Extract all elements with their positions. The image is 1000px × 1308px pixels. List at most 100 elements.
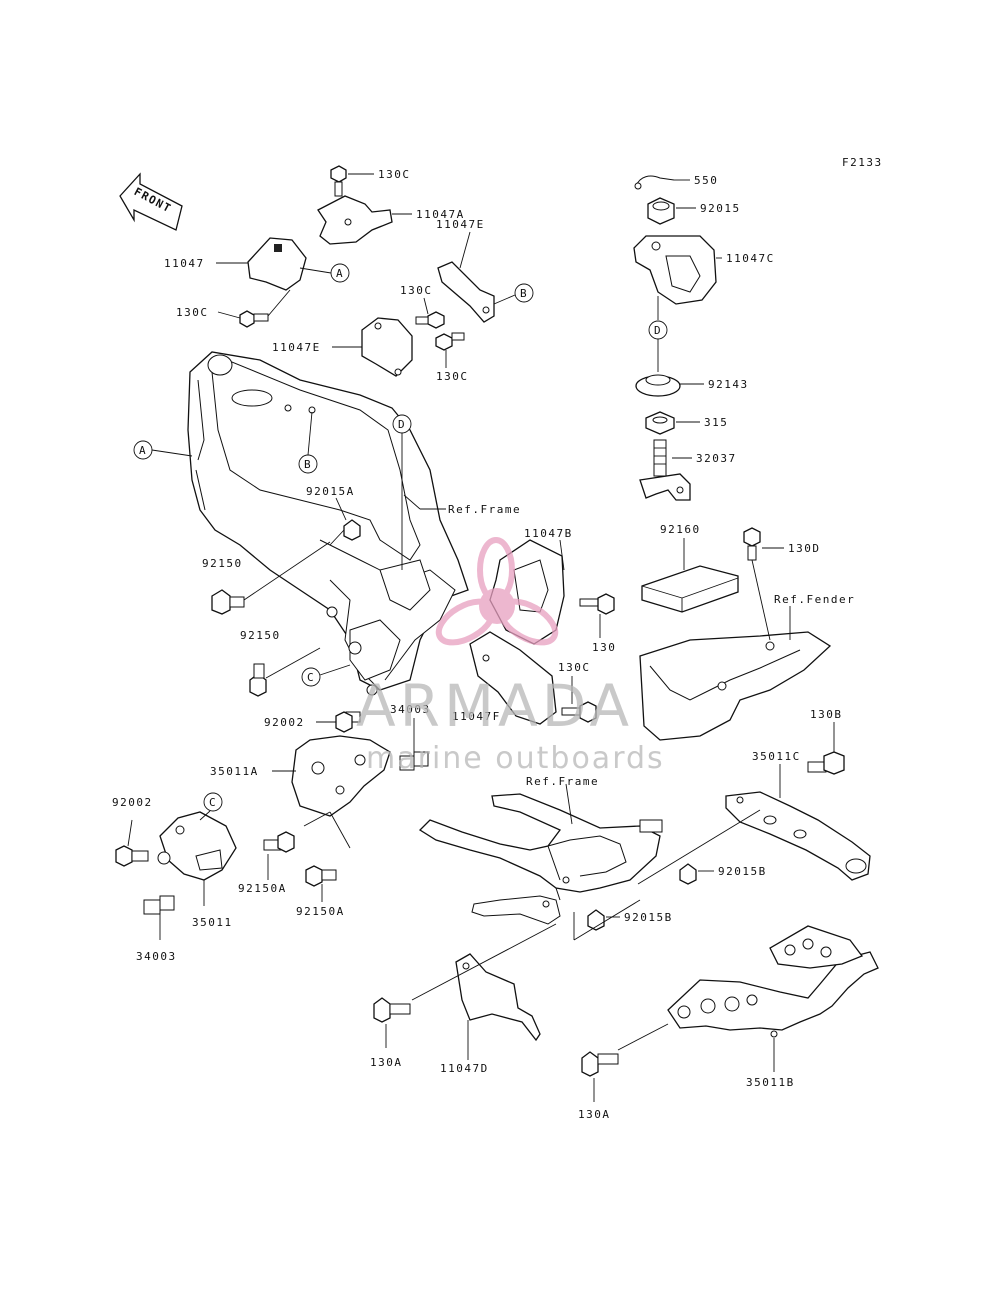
callout-a-frame: A — [133, 440, 193, 460]
bracket-11047e-right — [437, 261, 495, 323]
svg-text:130D: 130D — [788, 542, 821, 555]
bolt-130b — [807, 751, 845, 775]
svg-text:92143: 92143 — [708, 378, 749, 391]
svg-text:92150A: 92150A — [296, 905, 345, 918]
svg-text:130C: 130C — [436, 370, 469, 383]
svg-text:D: D — [398, 418, 405, 431]
svg-text:130A: 130A — [370, 1056, 403, 1069]
armada-watermark: ARMADA marine outboards — [356, 537, 665, 776]
svg-text:92002: 92002 — [112, 796, 153, 809]
bolt-130c-left — [239, 310, 269, 328]
svg-text:92160: 92160 — [660, 523, 701, 536]
svg-text:35011A: 35011A — [210, 765, 259, 778]
bolt-130d — [743, 527, 761, 561]
sub-frame-ref — [418, 793, 663, 925]
bushing-92143 — [635, 374, 681, 397]
ref-fender-label: Ref.Fender — [774, 593, 855, 606]
bolt-130c-low — [561, 701, 597, 723]
bracket-11047e-left — [361, 317, 413, 377]
ref-frame-label: Ref.Frame — [448, 503, 521, 516]
svg-text:11047E: 11047E — [272, 341, 321, 354]
svg-text:11047C: 11047C — [726, 252, 775, 265]
svg-text:35011B: 35011B — [746, 1076, 795, 1089]
svg-text:130C: 130C — [378, 168, 411, 181]
svg-text:11047F: 11047F — [452, 710, 501, 723]
cotter-pin-550 — [634, 175, 675, 190]
nut-92015b-lower — [587, 909, 605, 931]
bracket-11047 — [247, 237, 307, 291]
svg-text:130: 130 — [592, 641, 616, 654]
svg-text:92015A: 92015A — [306, 485, 355, 498]
svg-text:C: C — [209, 796, 216, 809]
svg-text:130C: 130C — [558, 661, 591, 674]
svg-text:11047D: 11047D — [440, 1062, 489, 1075]
bracket-35011 — [159, 811, 237, 881]
svg-text:35011C: 35011C — [752, 750, 801, 763]
svg-text:C: C — [307, 671, 314, 684]
svg-text:B: B — [520, 287, 527, 300]
watermark-tagline: marine outboards — [366, 741, 665, 776]
bolt-34003-left — [143, 895, 175, 915]
ref-sub-frame-label: Ref.Frame — [526, 775, 599, 788]
svg-text:130C: 130C — [176, 306, 209, 319]
bolt-92150a — [263, 831, 295, 853]
bolt-130a-lower — [581, 1051, 619, 1077]
callout-a-bracket: A — [299, 263, 350, 283]
bolt-92150 — [211, 589, 245, 615]
nut-92015b — [679, 863, 697, 885]
nut-315 — [645, 411, 675, 435]
bracket-11047d — [455, 953, 541, 1042]
svg-text:11047A: 11047A — [416, 208, 465, 221]
svg-text:92150: 92150 — [240, 629, 281, 642]
svg-text:92150A: 92150A — [238, 882, 287, 895]
diagram-code: F2133 — [842, 156, 883, 169]
fender-ref — [639, 631, 832, 741]
callout-c-bracket: C — [199, 792, 223, 821]
nut-92015 — [647, 197, 675, 225]
bracket-35011b — [667, 951, 879, 1031]
bolt-34003 — [399, 751, 429, 771]
bolt-92002 — [335, 711, 361, 733]
bolt-130c-mid2 — [435, 332, 465, 351]
svg-text:92002: 92002 — [264, 716, 305, 729]
svg-text:35011: 35011 — [192, 916, 233, 929]
bolt-92150-lower — [249, 663, 267, 697]
svg-text:92015B: 92015B — [718, 865, 767, 878]
watermark-brand: ARMADA — [356, 672, 633, 740]
svg-text:550: 550 — [694, 174, 718, 187]
svg-text:92150: 92150 — [202, 557, 243, 570]
svg-text:315: 315 — [704, 416, 728, 429]
svg-text:34003: 34003 — [390, 703, 431, 716]
callout-c-frame: C — [301, 664, 351, 687]
propeller-logo — [435, 537, 559, 646]
svg-text:130B: 130B — [810, 708, 843, 721]
bolt-92002-left — [115, 845, 149, 867]
callout-d-column: D — [648, 296, 668, 372]
bracket-35011a — [291, 735, 391, 817]
bolt-130c-mid — [415, 311, 445, 329]
svg-text:A: A — [139, 444, 146, 457]
stud-32037 — [639, 439, 691, 501]
svg-text:34003: 34003 — [136, 950, 177, 963]
svg-text:92015: 92015 — [700, 202, 741, 215]
front-arrow-icon: FRONT — [119, 172, 183, 231]
main-frame — [187, 351, 469, 696]
callout-d-frame: D — [392, 414, 412, 570]
bracket-11047a — [317, 195, 393, 245]
bolt-92150a-lower — [305, 865, 337, 887]
bolt-130 — [579, 593, 615, 615]
bolt-130c-top — [330, 165, 347, 197]
svg-text:130C: 130C — [400, 284, 433, 297]
svg-text:D: D — [654, 324, 661, 337]
bracket-11047f — [469, 631, 557, 725]
svg-text:A: A — [336, 267, 343, 280]
svg-text:11047E: 11047E — [436, 218, 485, 231]
nut-92015a — [343, 519, 361, 541]
bolt-130a — [373, 997, 411, 1023]
svg-text:92015B: 92015B — [624, 911, 673, 924]
svg-text:B: B — [304, 458, 311, 471]
svg-text:11047B: 11047B — [524, 527, 573, 540]
svg-text:11047: 11047 — [164, 257, 205, 270]
callout-b-frame: B — [298, 411, 318, 474]
